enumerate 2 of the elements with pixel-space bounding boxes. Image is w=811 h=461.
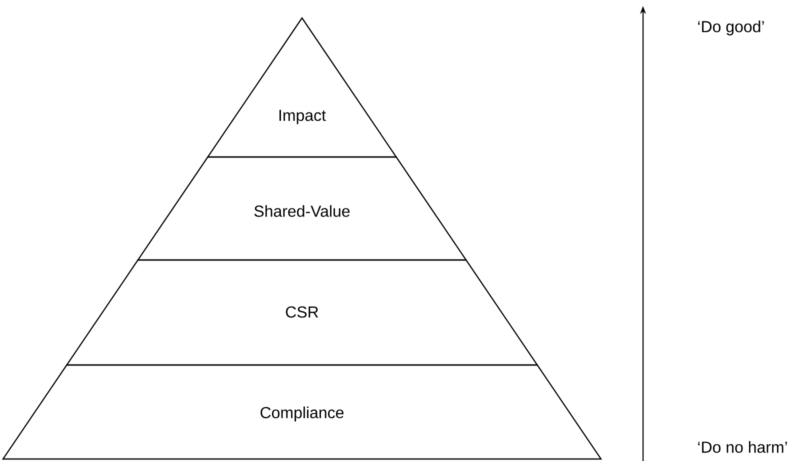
- scale-label: ‘Do no harm’: [698, 441, 787, 453]
- scale-label: ‘Do good’: [698, 20, 764, 36]
